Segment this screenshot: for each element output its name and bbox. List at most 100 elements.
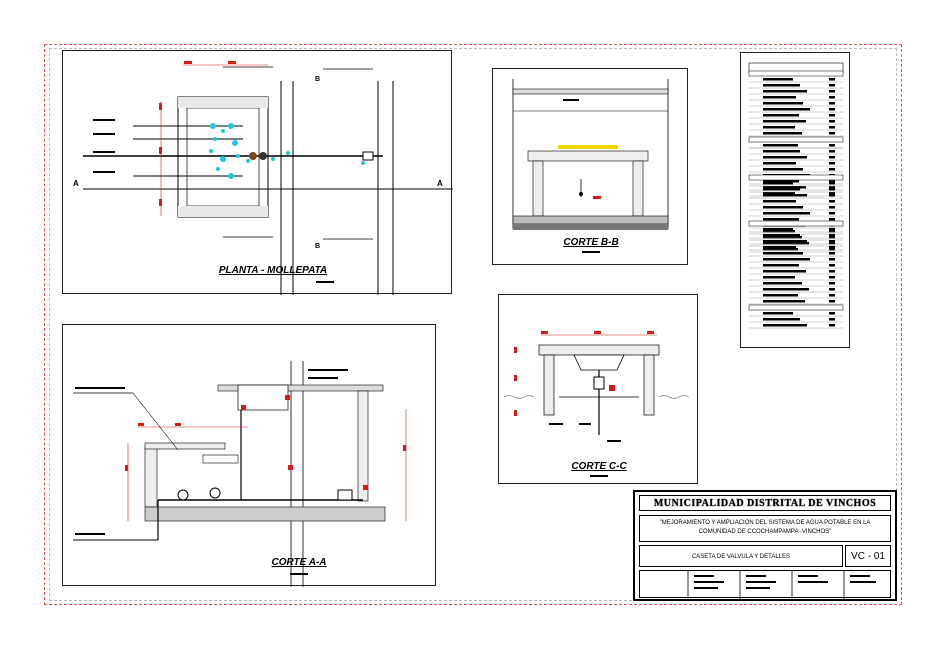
- plan-section-mark-a-right: A: [437, 179, 443, 188]
- plan-panel: A A B B PLANTA - MOLLEPATA: [62, 50, 453, 295]
- schedule-table: [740, 52, 850, 348]
- schedule-row-code: [829, 144, 835, 147]
- schedule-row-code: [829, 276, 835, 279]
- schedule-row-text: [763, 234, 800, 237]
- schedule-row-text: [763, 78, 793, 81]
- schedule-row-text: [763, 200, 796, 203]
- title-block-signature-grid: [639, 570, 891, 599]
- schedule-group-header: [748, 220, 844, 227]
- schedule-row-code: [829, 90, 835, 93]
- schedule-row-code: [829, 294, 835, 297]
- section-aa-dims: [125, 395, 406, 490]
- schedule-row-text: [763, 324, 807, 327]
- schedule-row-text: [763, 276, 795, 279]
- section-bb-beam: [558, 145, 618, 149]
- plan-drawing: A A B B: [73, 61, 453, 295]
- schedule-row-code: [829, 96, 835, 99]
- section-cc-title: CORTE C-C: [571, 461, 627, 472]
- title-block-project: "MEJORAMIENTO Y AMPLIACION DEL SISTEMA D…: [639, 515, 891, 542]
- plan-section-mark-b-bottom: B: [315, 243, 320, 250]
- schedule-row-text: [763, 192, 795, 195]
- schedule-row-text: [763, 108, 810, 111]
- schedule-row-code: [829, 150, 835, 153]
- schedule-row-text: [763, 246, 796, 249]
- schedule-row-code: [829, 206, 835, 209]
- section-aa-panel: CORTE A-A: [62, 324, 436, 587]
- schedule-row-text: [763, 282, 802, 285]
- schedule-row-text: [763, 126, 795, 129]
- sheet-border: [44, 44, 902, 605]
- schedule-row-text: [763, 186, 806, 189]
- schedule-row-text: [763, 162, 796, 165]
- schedule-row-code: [829, 132, 835, 135]
- schedule-row-code: [829, 270, 835, 273]
- plan-scale-bar: [316, 281, 334, 283]
- section-aa-title: CORTE A-A: [271, 557, 327, 568]
- sheet-inner-border: [49, 48, 897, 601]
- schedule-row-code: [829, 252, 835, 255]
- schedule-row-code: [829, 120, 835, 123]
- schedule-row-text: [763, 114, 799, 117]
- schedule-row-text: [763, 194, 807, 197]
- schedule-group-header: [748, 304, 844, 311]
- schedule-row-code: [829, 162, 835, 165]
- schedule-row-text: [763, 168, 803, 171]
- section-bb-drawing: [512, 79, 669, 230]
- plan-valve: [249, 152, 257, 160]
- schedule-row-code: [829, 282, 835, 285]
- schedule-row-code: [829, 102, 835, 105]
- schedule-row-code: [829, 258, 835, 261]
- section-bb-title: CORTE B-B: [563, 237, 619, 248]
- schedule-row-code: [829, 192, 835, 195]
- schedule-row-text: [763, 300, 805, 303]
- schedule-row-text: [763, 228, 793, 231]
- schedule-row-code: [829, 318, 835, 321]
- schedule-row-code: [829, 200, 835, 203]
- schedule-row-code: [829, 78, 835, 81]
- schedule-row-code: [829, 264, 835, 267]
- section-bb-panel: CORTE B-B: [492, 68, 688, 265]
- section-cc-drawing: [503, 331, 690, 442]
- plan-valve-cluster: [209, 123, 365, 179]
- section-cc-panel: CORTE C-C: [498, 294, 698, 484]
- schedule-row-text: [763, 206, 803, 209]
- schedule-row-code: [829, 230, 835, 233]
- schedule-row-text: [763, 156, 807, 159]
- plan-dimension-markers: [159, 61, 236, 206]
- schedule-row-text: [763, 312, 793, 315]
- schedule-row-text: [763, 90, 807, 93]
- schedule-row-code: [829, 182, 835, 185]
- schedule-row-code: [829, 126, 835, 129]
- schedule-row-code: [829, 114, 835, 117]
- schedule-row-text: [763, 96, 796, 99]
- schedule-row-text: [763, 230, 795, 233]
- schedule-row-code: [829, 186, 835, 189]
- plan-title: PLANTA - MOLLEPATA: [218, 265, 328, 276]
- section-cc-scale-bar: [590, 475, 608, 477]
- schedule-rows: [748, 70, 844, 329]
- schedule-row-text: [763, 258, 810, 261]
- schedule-row-code: [829, 228, 835, 231]
- section-cc-dims: [514, 331, 654, 416]
- title-block: MUNICIPALIDAD DISTRITAL DE VINCHOS "MEJO…: [633, 490, 897, 601]
- schedule-row-code: [829, 324, 835, 327]
- title-block-sheet-code: VC - 01: [845, 545, 891, 567]
- schedule-row-code: [829, 300, 835, 303]
- schedule-row-code: [829, 212, 835, 215]
- title-block-sheet-name: CASETA DE VALVULA Y DETALLES: [639, 545, 843, 567]
- schedule-row-text: [763, 318, 800, 321]
- schedule-row-text: [763, 248, 798, 251]
- schedule-table-drawing: [748, 62, 844, 329]
- schedule-row-text: [763, 252, 803, 255]
- title-block-project-line2: COMUNIDAD DE CCOCHAMPAMPA -VINCHOS": [698, 529, 832, 535]
- title-block-municipality: MUNICIPALIDAD DISTRITAL DE VINCHOS: [639, 495, 891, 511]
- schedule-row-code: [829, 180, 835, 183]
- schedule-row-text: [763, 144, 793, 147]
- schedule-row-code: [829, 312, 835, 315]
- section-aa-drawing: [73, 361, 407, 587]
- title-block-project-line1: "MEJORAMIENTO Y AMPLIACION DEL SISTEMA D…: [659, 520, 871, 526]
- section-bb-scale-bar: [582, 251, 600, 253]
- schedule-row-text: [763, 84, 800, 87]
- schedule-row-code: [829, 84, 835, 87]
- schedule-row-text: [763, 180, 799, 183]
